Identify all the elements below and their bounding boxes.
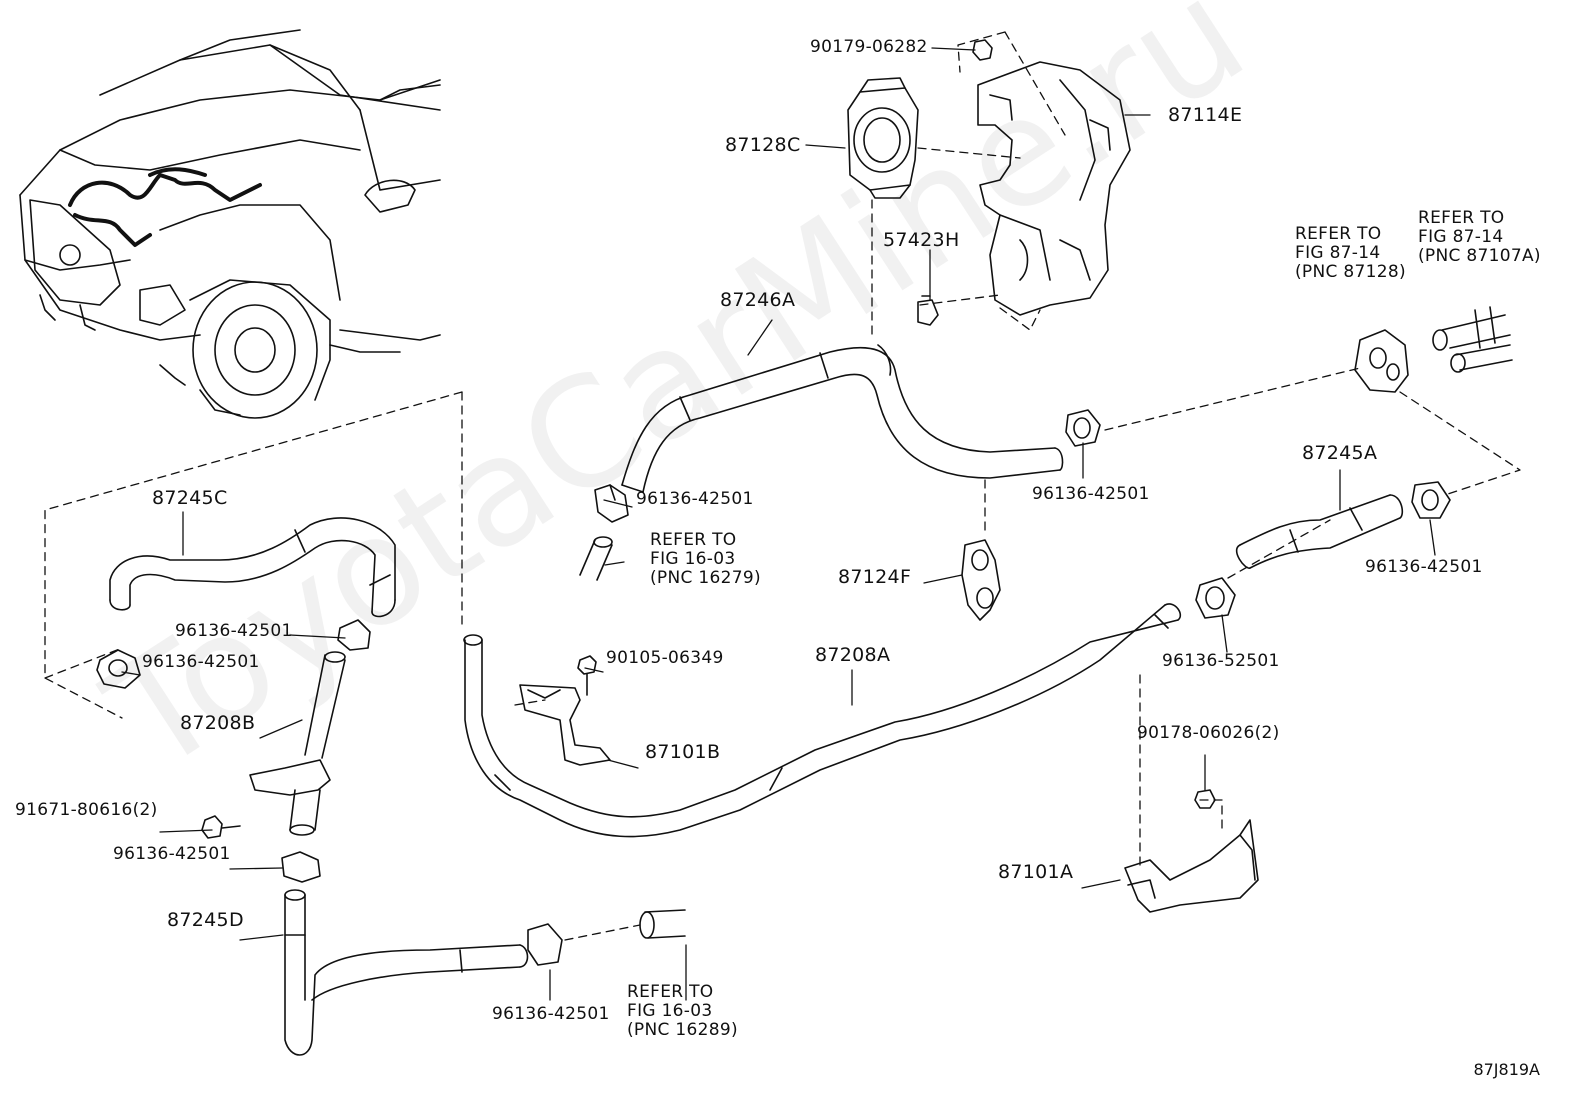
part-label-96136-42501-e: 96136-42501 (142, 652, 260, 672)
part-label-96136-42501-g: 96136-42501 (492, 1004, 610, 1024)
bracket-87114E (977, 61, 1131, 316)
part-label-87245A: 87245A (1302, 442, 1378, 464)
part-label-96136-42501-b: 96136-42501 (636, 489, 754, 509)
refer-to-pnc-87107A: REFER TO FIG 87-14 (PNC 87107A) (1418, 208, 1541, 266)
part-label-90179-06282: 90179-06282 (810, 37, 928, 57)
part-label-87245C: 87245C (152, 487, 228, 509)
clamp-96136-f (281, 851, 321, 883)
pipes-ref-87107A (1432, 306, 1513, 373)
grommet-ref-87128 (1354, 329, 1409, 393)
part-label-87101B: 87101B (645, 741, 721, 763)
refer-to-pnc-16289: REFER TO FIG 16-03 (PNC 16289) (627, 982, 738, 1040)
part-label-87114E: 87114E (1168, 104, 1243, 126)
hose-87208A (463, 603, 1182, 838)
pipe-ref-16279 (579, 536, 613, 581)
part-label-87124F: 87124F (838, 566, 912, 588)
nut-90179 (972, 39, 993, 61)
nut-90178 (1194, 789, 1216, 809)
bolt-90105 (577, 655, 597, 696)
clamp-96136-g (527, 923, 563, 966)
callout-lines (121, 47, 1436, 1001)
part-label-57423H: 57423H (883, 229, 960, 251)
pipe-87208B (249, 651, 346, 836)
hose-87246A (621, 344, 1064, 493)
clamp-96136-e (96, 649, 141, 689)
valve-87128C (847, 77, 919, 199)
clamp-96136-b (594, 484, 629, 523)
part-label-87208A: 87208A (815, 644, 891, 666)
bracket-87101B (519, 684, 611, 766)
pipe-ref-16289 (639, 909, 686, 939)
part-label-96136-42501-d: 96136-42501 (175, 621, 293, 641)
bracket-87101A (1124, 819, 1259, 913)
figure-code: 87J819A (1473, 1060, 1540, 1079)
clamp-96136-c (1411, 481, 1451, 519)
bolt-91671 (201, 815, 241, 839)
part-label-87246A: 87246A (720, 289, 796, 311)
vehicle-illustration (19, 29, 441, 419)
clamp-96136-52501 (1195, 577, 1236, 619)
clip-57423H (917, 295, 939, 326)
clamp-96136-a (1065, 409, 1101, 447)
hose-87245A (1235, 494, 1404, 569)
part-label-87245D: 87245D (167, 909, 244, 931)
part-label-87101A: 87101A (998, 861, 1074, 883)
part-label-90178-06026: 90178-06026(2) (1137, 723, 1280, 743)
part-label-96136-42501-a: 96136-42501 (1032, 484, 1150, 504)
clamp-96136-d (337, 619, 371, 651)
part-label-90105-06349: 90105-06349 (606, 648, 724, 668)
hose-87245C (109, 517, 396, 618)
part-label-91671-80616: 91671-80616(2) (15, 800, 158, 820)
part-label-96136-42501-c: 96136-42501 (1365, 557, 1483, 577)
leader-lines (44, 31, 1521, 941)
part-label-87128C: 87128C (725, 134, 801, 156)
clamp-87124F (961, 539, 1001, 621)
refer-to-pnc-16279: REFER TO FIG 16-03 (PNC 16279) (650, 530, 761, 588)
part-label-87208B: 87208B (180, 712, 256, 734)
part-label-96136-42501-f: 96136-42501 (113, 844, 231, 864)
hose-87245D (284, 889, 529, 1056)
refer-to-pnc-87128: REFER TO FIG 87-14 (PNC 87128) (1295, 224, 1406, 282)
part-label-96136-52501: 96136-52501 (1162, 651, 1280, 671)
